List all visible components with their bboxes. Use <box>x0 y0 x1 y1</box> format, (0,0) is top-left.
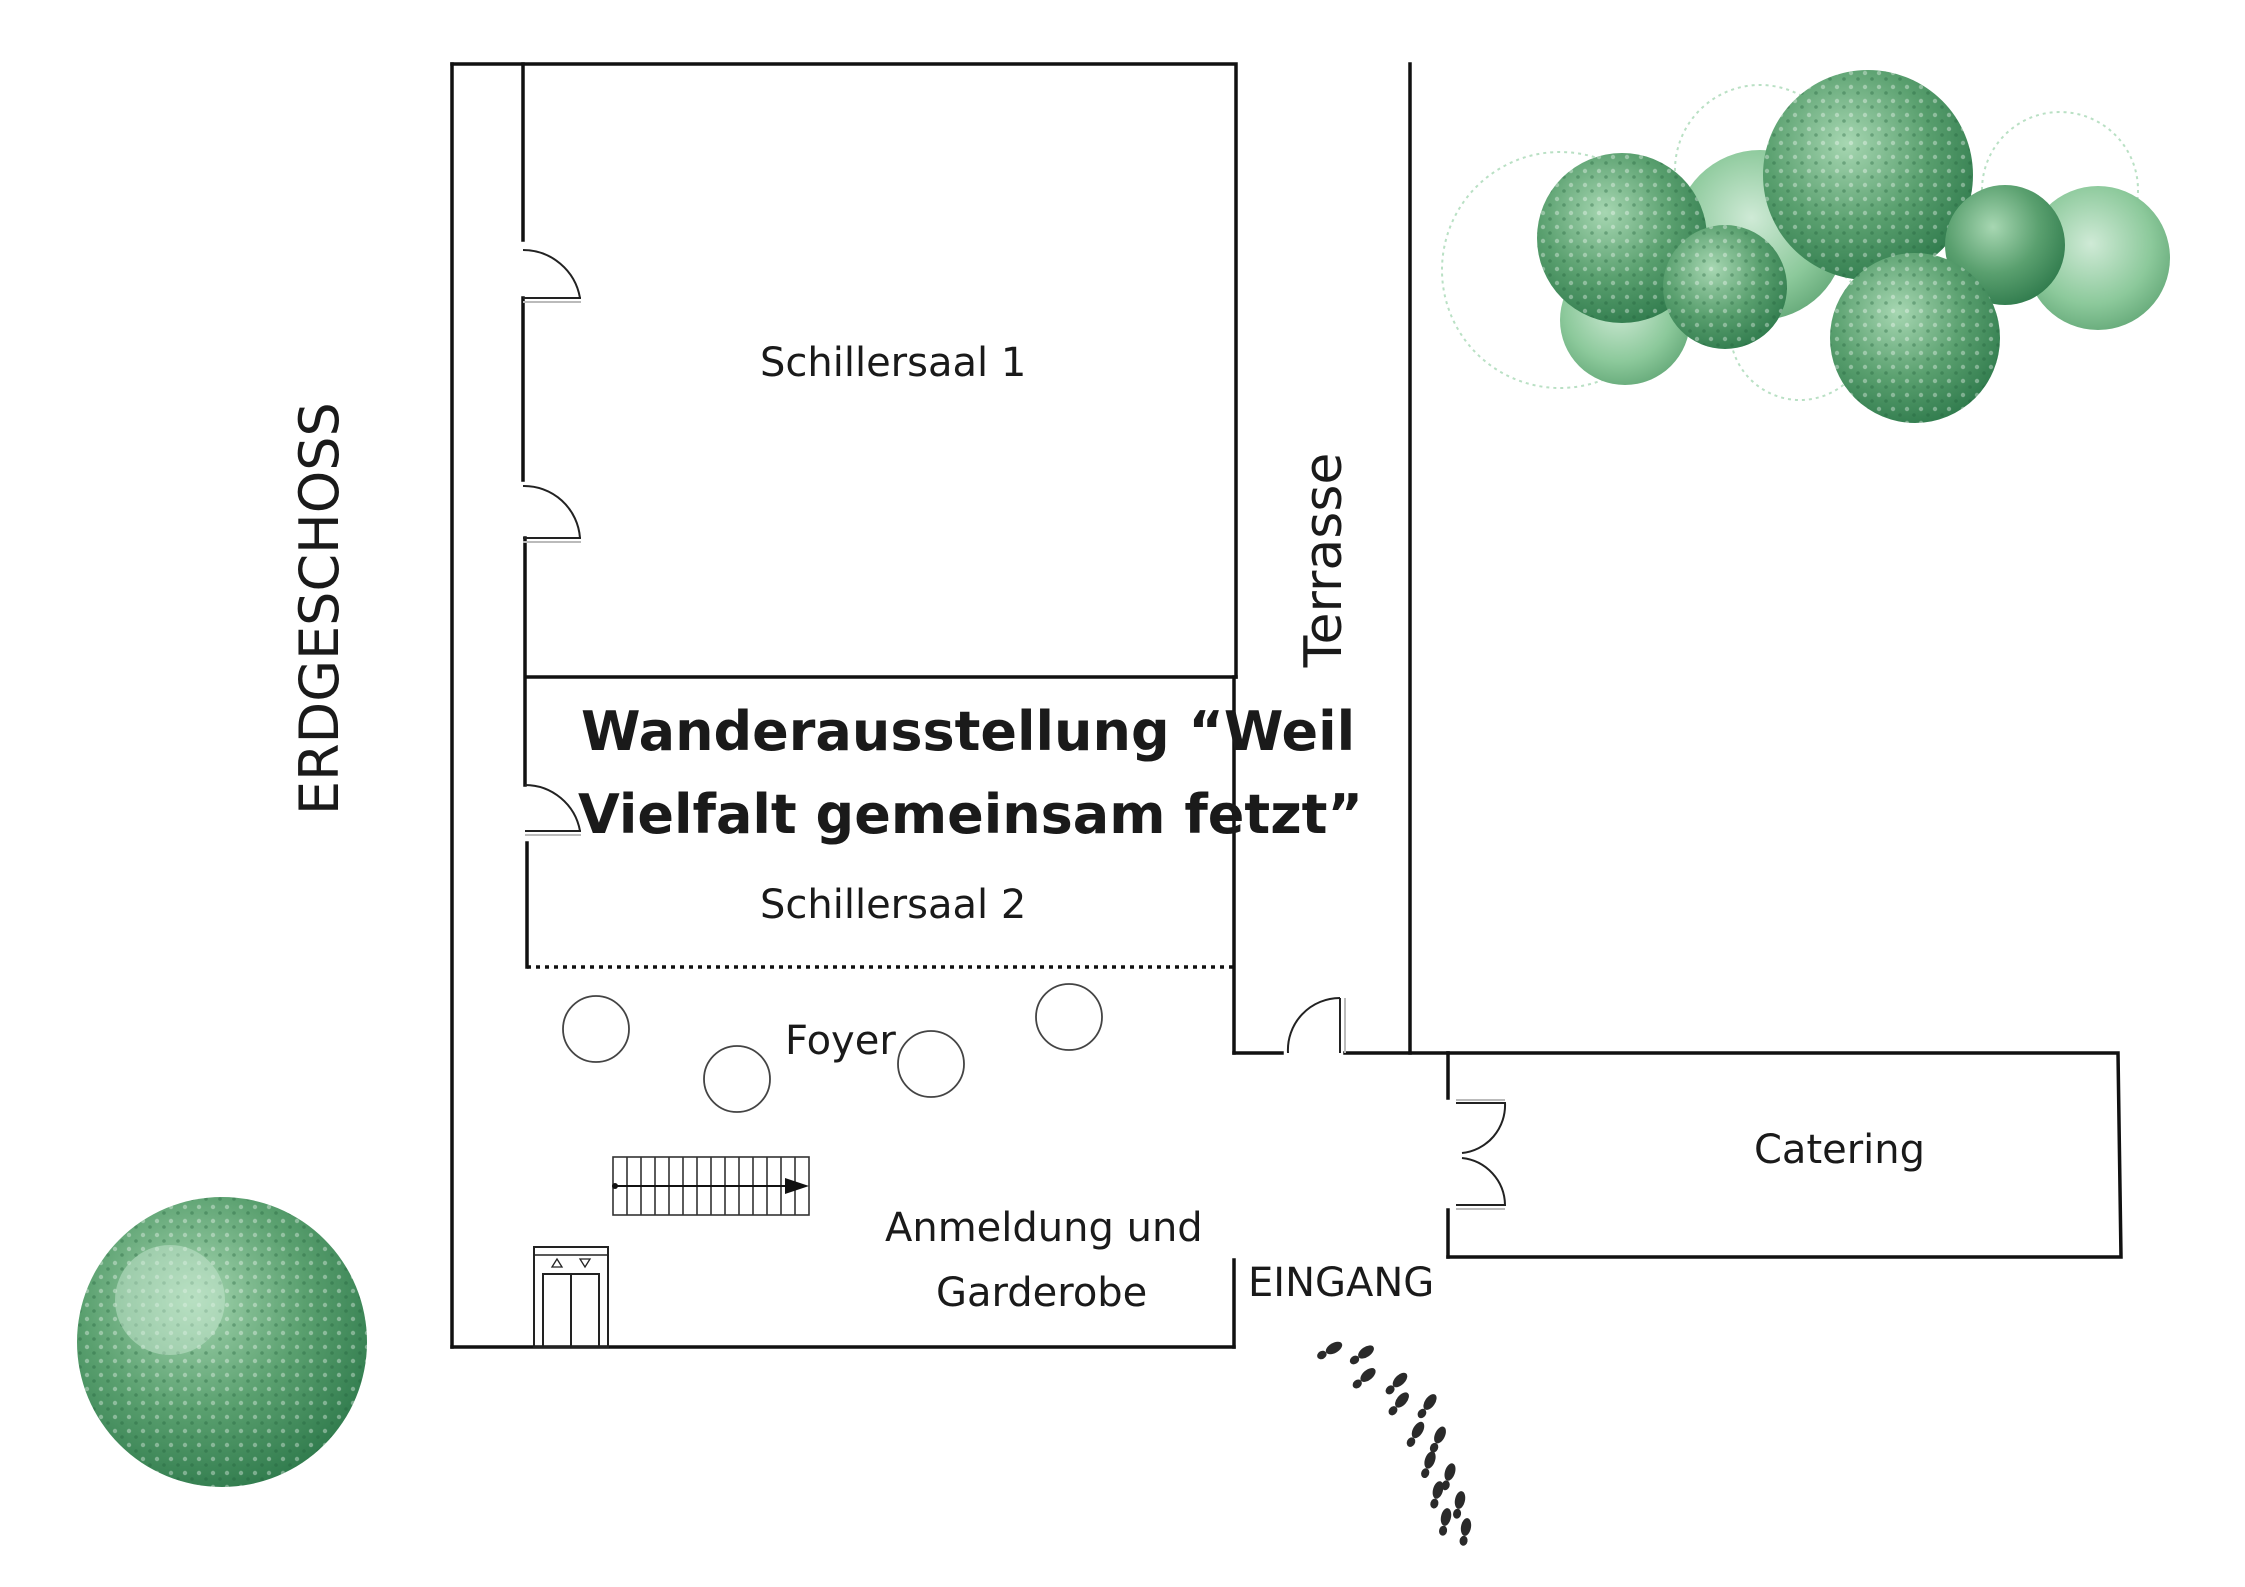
tree-icon <box>1945 185 2065 305</box>
tree-group-northeast <box>1441 70 2170 423</box>
footprint <box>1430 1481 1444 1509</box>
foyer-table <box>562 995 630 1063</box>
room-label-registration-line1: Anmeldung und <box>885 1205 1203 1251</box>
entrance-label: EINGANG <box>1248 1260 1435 1306</box>
room-label-schillersaal2: Schillersaal 2 <box>760 882 1027 928</box>
footprints-icon <box>1317 1341 1472 1546</box>
room-label-foyer: Foyer <box>785 1018 896 1064</box>
exhibition-title-line2: Vielfalt gemeinsam fetzt” <box>578 783 1363 846</box>
door-catering[interactable] <box>1456 1099 1507 1210</box>
footprint <box>1453 1491 1466 1519</box>
door-terrace[interactable] <box>1286 996 1346 1054</box>
tree-icon <box>1830 253 2000 423</box>
footprint <box>1385 1372 1408 1395</box>
footprint <box>1429 1426 1446 1453</box>
foyer-table <box>897 1030 965 1098</box>
tree-icon <box>1663 225 1787 349</box>
footprint <box>1459 1518 1472 1546</box>
room-label-catering: Catering <box>1754 1127 1926 1173</box>
tree-icon <box>1763 70 1973 280</box>
tree-icon <box>2026 186 2170 330</box>
exhibition-title-line1: Wanderausstellung “Weil <box>581 700 1356 763</box>
room-label-registration-line2: Garderobe <box>936 1270 1148 1316</box>
door-schillersaal2[interactable] <box>524 784 581 836</box>
footprint <box>1439 1508 1452 1536</box>
room-label-schillersaal1: Schillersaal 1 <box>760 340 1027 386</box>
tree-southwest <box>77 1197 367 1487</box>
room-label-terrace: Terrasse <box>1294 452 1354 668</box>
elevator-icon <box>533 1246 609 1348</box>
floor-label: ERDGESCHOSS <box>288 402 351 815</box>
door-schillersaal1-lower[interactable] <box>522 484 581 543</box>
foyer-tables <box>562 983 1103 1113</box>
footprint <box>1388 1392 1409 1416</box>
footprint <box>1441 1463 1456 1491</box>
footprint <box>1349 1345 1374 1365</box>
footprint <box>1417 1394 1437 1419</box>
footprint <box>1406 1421 1425 1447</box>
footprint <box>1421 1451 1436 1479</box>
foyer-table <box>1035 983 1103 1051</box>
door-schillersaal1-upper[interactable] <box>522 249 581 303</box>
foyer-table <box>703 1045 771 1113</box>
stairs-icon <box>612 1156 810 1216</box>
footprint <box>1317 1341 1343 1360</box>
footprint <box>1352 1368 1376 1389</box>
